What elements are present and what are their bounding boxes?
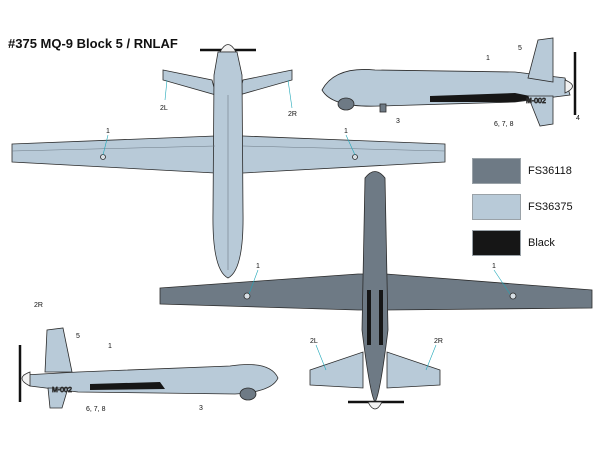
swatch-fs36375 (472, 194, 521, 220)
serial-side-right: M-002 (526, 98, 546, 105)
callout-2r-bottom: 2R (434, 338, 443, 345)
callout-678-side-left: 6, 7, 8 (86, 406, 106, 413)
swatch-black (472, 230, 521, 256)
callout-1-bottom-left: 1 (256, 263, 260, 270)
callout-1-bottom-right: 1 (492, 263, 496, 270)
callout-678-side-right: 6, 7, 8 (494, 121, 514, 128)
swatch-label-fs36375: FS36375 (528, 201, 573, 213)
swatch-fs36118 (472, 158, 521, 184)
swatch-label-fs36118: FS36118 (528, 165, 572, 177)
callout-3-side-left: 3 (199, 405, 203, 412)
callout-2l-top: 2L (160, 105, 168, 112)
callout-2l-bottom: 2L (310, 338, 318, 345)
callout-1-side-right: 1 (486, 55, 490, 62)
sheet-title: #375 MQ-9 Block 5 / RNLAF (8, 36, 178, 51)
serial-side-left: M-002 (52, 387, 72, 394)
callout-5-side-left: 5 (76, 333, 80, 340)
side-view-right: M-002 (321, 37, 577, 127)
callout-1-side-left: 1 (108, 343, 112, 350)
callout-1-top-right: 1 (344, 128, 348, 135)
callout-3-side-right: 3 (396, 118, 400, 125)
callout-2r-top: 2R (288, 111, 297, 118)
callout-1-top-left: 1 (106, 128, 110, 135)
side-view-left: M-002 (18, 327, 279, 409)
callout-labels: 1 1 2L 2R 1 5 3 6, 7, 8 4 1 1 2L 2R 2R 5… (34, 45, 580, 413)
callout-4-side-right: 4 (576, 115, 580, 122)
callout-2r-side-left: 2R (34, 302, 43, 309)
swatch-label-black: Black (528, 237, 555, 249)
top-view (11, 44, 446, 279)
callout-lines (102, 79, 511, 371)
bottom-view (159, 171, 593, 410)
callout-5-side-right: 5 (518, 45, 522, 52)
